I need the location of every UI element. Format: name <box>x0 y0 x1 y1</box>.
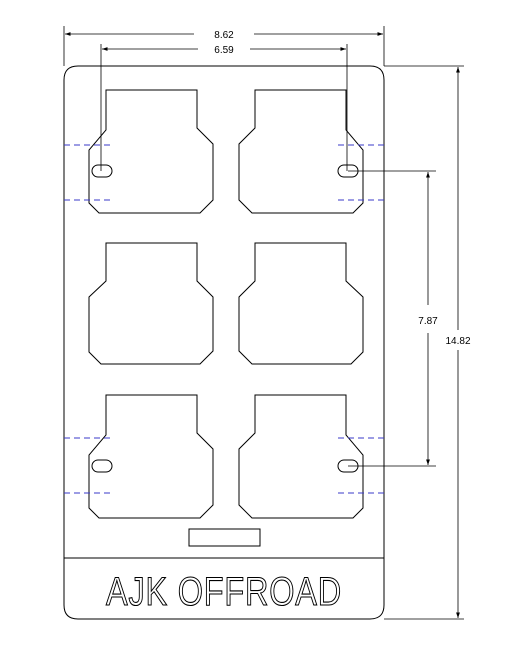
dim-label-backdrop <box>416 315 441 328</box>
cutout-bottom-left <box>88 394 214 519</box>
dim-overall-width: 8.62 <box>214 30 234 41</box>
slot-top-left <box>91 164 113 178</box>
small-rect-slot <box>188 528 261 547</box>
cutout-middle-left <box>88 242 214 365</box>
dim-label-backdrop <box>212 29 237 42</box>
dim-hole-spacing-width: 6.59 <box>214 45 234 56</box>
cutout-top-left <box>88 89 214 214</box>
dim-overall-height: 14.82 <box>445 336 470 347</box>
dim-hole-spacing-height: 7.87 <box>418 316 438 327</box>
logo-text: AJK OFFROAD <box>106 570 342 614</box>
plate-outline <box>63 65 385 620</box>
cutout-middle-right <box>238 242 364 365</box>
dim-label-backdrop <box>443 335 473 348</box>
cutout-top-right <box>238 89 364 214</box>
dim-label-backdrop <box>212 44 237 57</box>
cutout-bottom-right <box>238 394 364 519</box>
slot-bottom-left <box>91 459 113 473</box>
